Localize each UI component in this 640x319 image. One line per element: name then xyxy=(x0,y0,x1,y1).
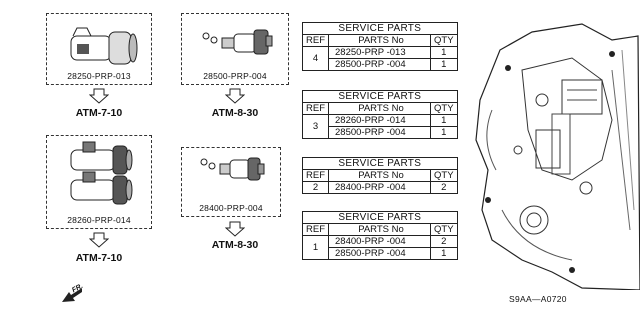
front-direction-arrow-icon xyxy=(62,288,82,302)
solenoid-illustration xyxy=(70,27,138,65)
valve-illustration xyxy=(200,157,265,181)
qty-cell: 1 xyxy=(430,46,458,59)
qty-cell: 2 xyxy=(430,235,458,248)
valve-illustration xyxy=(202,29,273,55)
part-box-28500: 28500-PRP-004 xyxy=(181,13,289,85)
qty-cell: 1 xyxy=(430,114,458,127)
part-no-cell: 28400-PRP -004 xyxy=(328,181,431,194)
section-reference: ATM-8-30 xyxy=(211,239,259,251)
header-ref: REF xyxy=(302,169,329,182)
down-arrow-icon xyxy=(225,221,245,237)
part-box-28250: 28250-PRP-013 xyxy=(46,13,152,85)
qty-cell: 1 xyxy=(430,126,458,139)
drawing-code: S9AA—A0720 xyxy=(509,294,567,304)
ref-cell: 1 xyxy=(302,235,329,260)
table-title: SERVICE PARTS xyxy=(302,90,458,103)
transmission-case-illustration xyxy=(475,23,640,290)
dual-solenoid-illustration xyxy=(70,141,133,205)
header-parts-no: PARTS No xyxy=(328,34,431,47)
part-no-cell: 28260-PRP -014 xyxy=(328,114,431,127)
header-ref: REF xyxy=(302,34,329,47)
qty-cell: 1 xyxy=(430,247,458,260)
section-reference: ATM-8-30 xyxy=(211,107,259,119)
part-number: 28400-PRP-004 xyxy=(199,203,263,213)
header-ref: REF xyxy=(302,223,329,236)
down-arrow-icon xyxy=(225,88,245,104)
header-qty: QTY xyxy=(430,223,458,236)
qty-cell: 2 xyxy=(430,181,458,194)
header-ref: REF xyxy=(302,102,329,115)
part-no-cell: 28500-PRP -004 xyxy=(328,58,431,71)
ref-cell: 3 xyxy=(302,114,329,139)
ref-cell: 4 xyxy=(302,46,329,71)
table-title: SERVICE PARTS xyxy=(302,22,458,35)
part-number: 28250-PRP-013 xyxy=(67,71,131,81)
table-title: SERVICE PARTS xyxy=(302,211,458,224)
part-no-cell: 28500-PRP -004 xyxy=(328,126,431,139)
ref-cell: 2 xyxy=(302,181,329,194)
part-box-28260: 28260-PRP-014 xyxy=(46,135,152,229)
section-reference: ATM-7-10 xyxy=(75,252,123,264)
part-no-cell: 28400-PRP -004 xyxy=(328,235,431,248)
header-parts-no: PARTS No xyxy=(328,169,431,182)
qty-cell: 1 xyxy=(430,58,458,71)
section-reference: ATM-7-10 xyxy=(75,107,123,119)
header-parts-no: PARTS No xyxy=(328,223,431,236)
part-number: 28500-PRP-004 xyxy=(203,71,267,81)
part-no-cell: 28250-PRP -013 xyxy=(328,46,431,59)
down-arrow-icon xyxy=(89,232,109,248)
header-parts-no: PARTS No xyxy=(328,102,431,115)
table-title: SERVICE PARTS xyxy=(302,157,458,170)
header-qty: QTY xyxy=(430,34,458,47)
header-qty: QTY xyxy=(430,169,458,182)
down-arrow-icon xyxy=(89,88,109,104)
part-no-cell: 28500-PRP -004 xyxy=(328,247,431,260)
part-number: 28260-PRP-014 xyxy=(67,215,131,225)
header-qty: QTY xyxy=(430,102,458,115)
part-box-28400: 28400-PRP-004 xyxy=(181,147,281,217)
